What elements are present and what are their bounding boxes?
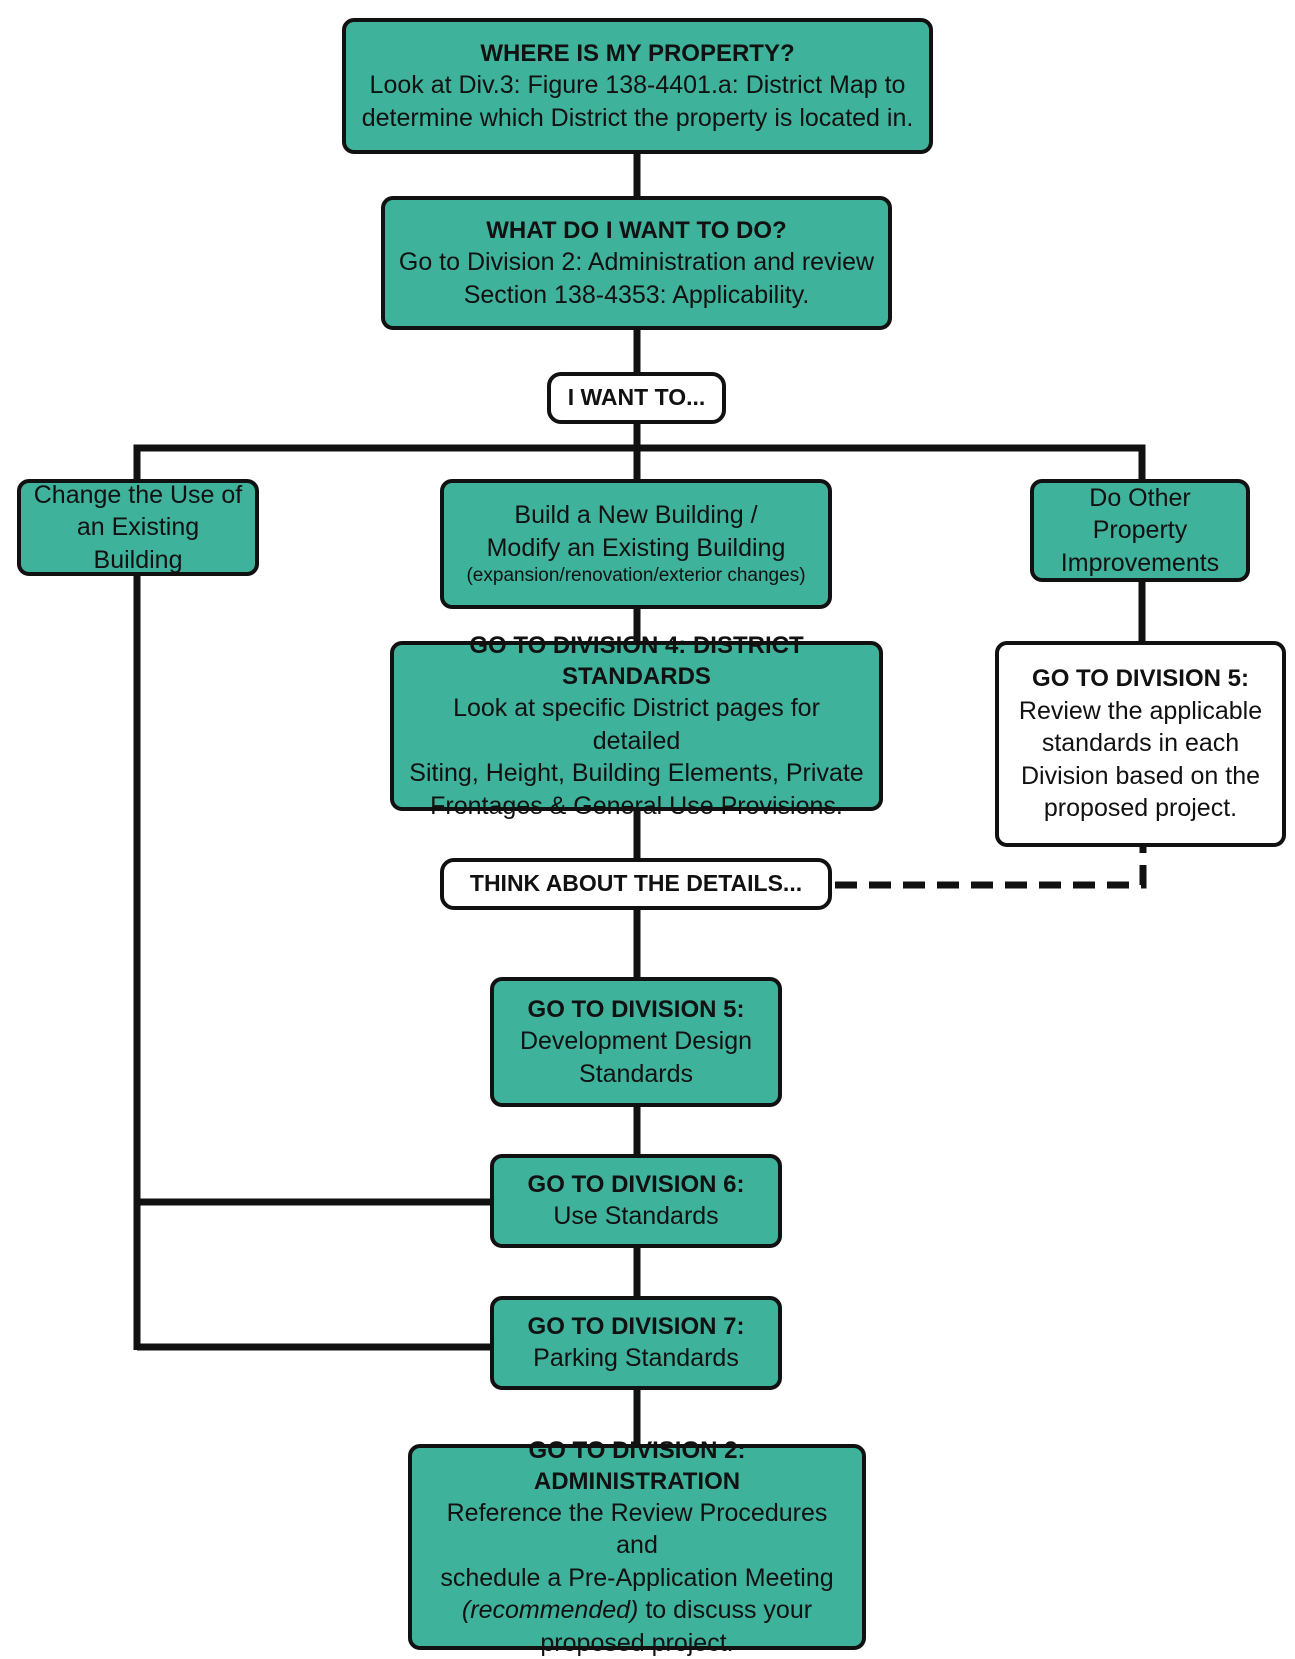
what-do-i-want-line: Section 138-4353: Applicability.: [463, 280, 810, 309]
other-improvements-box: Do Other Property Improvements: [1030, 479, 1250, 582]
division-4-line: Look at specific District pages for deta…: [453, 694, 820, 755]
i-want-to-text: I WANT TO...: [567, 384, 706, 411]
change-use-line: an Existing Building: [76, 513, 200, 574]
division-6-title: GO TO DIVISION 6:: [527, 1171, 745, 1199]
where-is-my-property-box: WHERE IS MY PROPERTY? Look at Div.3: Fig…: [342, 18, 933, 154]
division-6-line: Use Standards: [553, 1202, 719, 1231]
where-is-my-property-title: WHERE IS MY PROPERTY?: [480, 39, 795, 67]
division-2-administration-line: schedule a Pre-Application Meeting: [440, 1563, 834, 1592]
what-do-i-want-title: WHAT DO I WANT TO DO?: [486, 216, 787, 244]
change-use-box: Change the Use of an Existing Building: [17, 479, 259, 576]
division-4-box: GO TO DIVISION 4: DISTRICT STANDARDS Loo…: [390, 632, 883, 820]
build-new-line: Modify an Existing Building: [486, 533, 786, 562]
division-4-title: GO TO DIVISION 4: DISTRICT STANDARDS: [469, 631, 804, 690]
division-4-line: Siting, Height, Building Elements, Priva…: [409, 759, 864, 788]
division-7-line: Parking Standards: [533, 1344, 739, 1373]
division-2-administration-box: GO TO DIVISION 2: ADMINISTRATION Referen…: [408, 1437, 866, 1657]
connector-dashed-details: [835, 846, 1147, 889]
build-new-note: (expansion/renovation/exterior changes): [466, 565, 806, 587]
what-do-i-want-line: Go to Division 2: Administration and rev…: [398, 248, 875, 277]
discuss-text: to discuss your: [638, 1596, 813, 1625]
division-2-administration-line: (recommended) to discuss your: [462, 1594, 812, 1627]
division-2-administration-title: GO TO DIVISION 2: ADMINISTRATION: [528, 1436, 746, 1495]
division-7-box: GO TO DIVISION 7: Parking Standards: [490, 1296, 782, 1390]
division-2-administration-line: proposed project.: [540, 1628, 734, 1657]
recommended-text: (recommended): [461, 1596, 639, 1625]
what-do-i-want-box: WHAT DO I WANT TO DO? Go to Division 2: …: [381, 196, 892, 330]
other-improvements-line: Do Other Property: [1089, 483, 1191, 545]
division-2-administration-line: Reference the Review Procedures and: [446, 1498, 828, 1560]
division-5-design-title: GO TO DIVISION 5:: [527, 995, 745, 1023]
division-5-design-line: Development Design: [519, 1027, 753, 1056]
division-5-review-line: Review the applicable: [1018, 696, 1263, 725]
build-new-box: Build a New Building / Modify an Existin…: [440, 479, 832, 609]
other-improvements-line: Improvements: [1060, 548, 1220, 577]
division-5-review-line: standards in each: [1041, 729, 1240, 758]
connector-branch-bar: [133, 444, 1146, 482]
build-new-line: Build a New Building /: [514, 501, 758, 530]
division-5-review-line: Division based on the: [1020, 761, 1261, 790]
i-want-to-label: I WANT TO...: [547, 372, 726, 424]
where-is-my-property-line: Look at Div.3: Figure 138-4401.a: Distri…: [369, 71, 906, 100]
division-7-title: GO TO DIVISION 7:: [527, 1313, 745, 1341]
division-5-design-box: GO TO DIVISION 5: Development Design Sta…: [490, 977, 782, 1107]
division-4-line: Frontages & General Use Provisions.: [430, 791, 843, 820]
think-about-details-text: THINK ABOUT THE DETAILS...: [469, 870, 803, 897]
division-5-review-line: proposed project.: [1043, 794, 1238, 823]
division-5-design-line: Standards: [579, 1059, 693, 1088]
think-about-details-label: THINK ABOUT THE DETAILS...: [440, 858, 832, 910]
where-is-my-property-line: determine which District the property is…: [361, 103, 914, 132]
division-5-review-box: GO TO DIVISION 5: Review the applicable …: [995, 641, 1286, 847]
division-6-box: GO TO DIVISION 6: Use Standards: [490, 1154, 782, 1248]
change-use-line: Change the Use of: [33, 480, 243, 509]
division-5-review-title: GO TO DIVISION 5:: [1032, 665, 1249, 693]
